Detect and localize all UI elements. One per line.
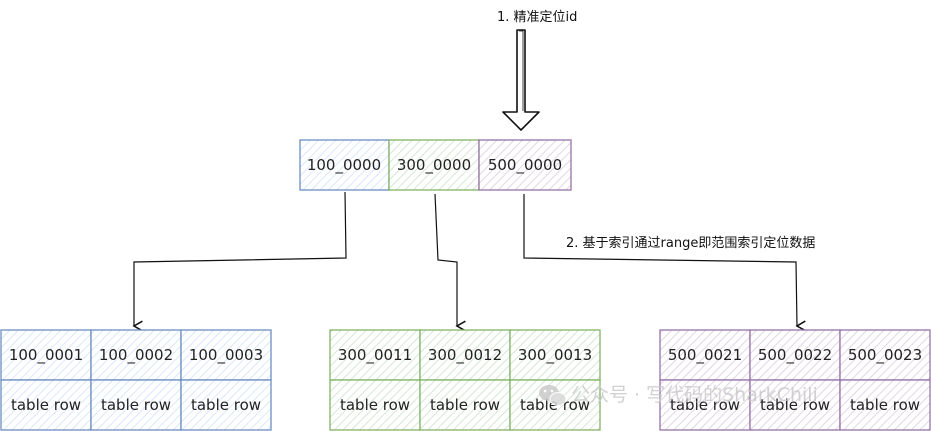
- step1-label: 1. 精准定位id: [497, 10, 577, 25]
- watermark-text: 公众号 · 写代码的SharkChili: [571, 384, 818, 406]
- leaf-row: table row: [760, 396, 830, 414]
- step2-label: 2. 基于索引通过range即范围索引定位数据: [566, 236, 815, 251]
- leaf-node-300: 300_0011 300_0012 300_0013 table row tab…: [329, 329, 601, 431]
- leaf-key: 500_0021: [668, 346, 742, 365]
- connectors: [132, 191, 806, 332]
- leaf-key: 500_0023: [848, 346, 922, 365]
- root-cell-2: [478, 139, 572, 191]
- leaf-key: 500_0022: [758, 346, 832, 365]
- leaf-key: 100_0003: [189, 346, 263, 365]
- leaf-key: 300_0013: [518, 346, 592, 365]
- root-node: 100_0000 300_0000 500_0000: [299, 139, 572, 191]
- leaf-row: table row: [430, 396, 500, 414]
- connector-right: [523, 194, 806, 332]
- big-down-arrow-icon: [502, 29, 540, 131]
- leaf-node-100: 100_0001 100_0002 100_0003 table row tab…: [0, 329, 272, 431]
- watermark: 公众号 · 写代码的SharkChili: [539, 384, 818, 406]
- connector-middle: [434, 193, 466, 332]
- root-key-2: 500_0000: [488, 156, 562, 175]
- root-key-1: 300_0000: [397, 156, 471, 175]
- leaf-key: 100_0001: [9, 346, 83, 365]
- leaf-node-500: 500_0021 500_0022 500_0023 table row tab…: [659, 329, 931, 431]
- wechat-icon: [539, 385, 567, 406]
- leaf-row: table row: [101, 396, 171, 414]
- leaf-key: 300_0011: [338, 346, 412, 365]
- root-cell-0: [299, 139, 390, 191]
- leaf-key: 100_0002: [99, 346, 173, 365]
- leaf-row: table row: [191, 396, 261, 414]
- leaf-row: table row: [850, 396, 920, 414]
- root-key-0: 100_0000: [307, 156, 381, 175]
- leaf-row: table row: [11, 396, 81, 414]
- leaf-key: 300_0012: [428, 346, 502, 365]
- connector-left: [132, 191, 347, 332]
- leaf-row: table row: [670, 396, 740, 414]
- root-cell-1: [388, 139, 480, 191]
- leaf-row: table row: [340, 396, 410, 414]
